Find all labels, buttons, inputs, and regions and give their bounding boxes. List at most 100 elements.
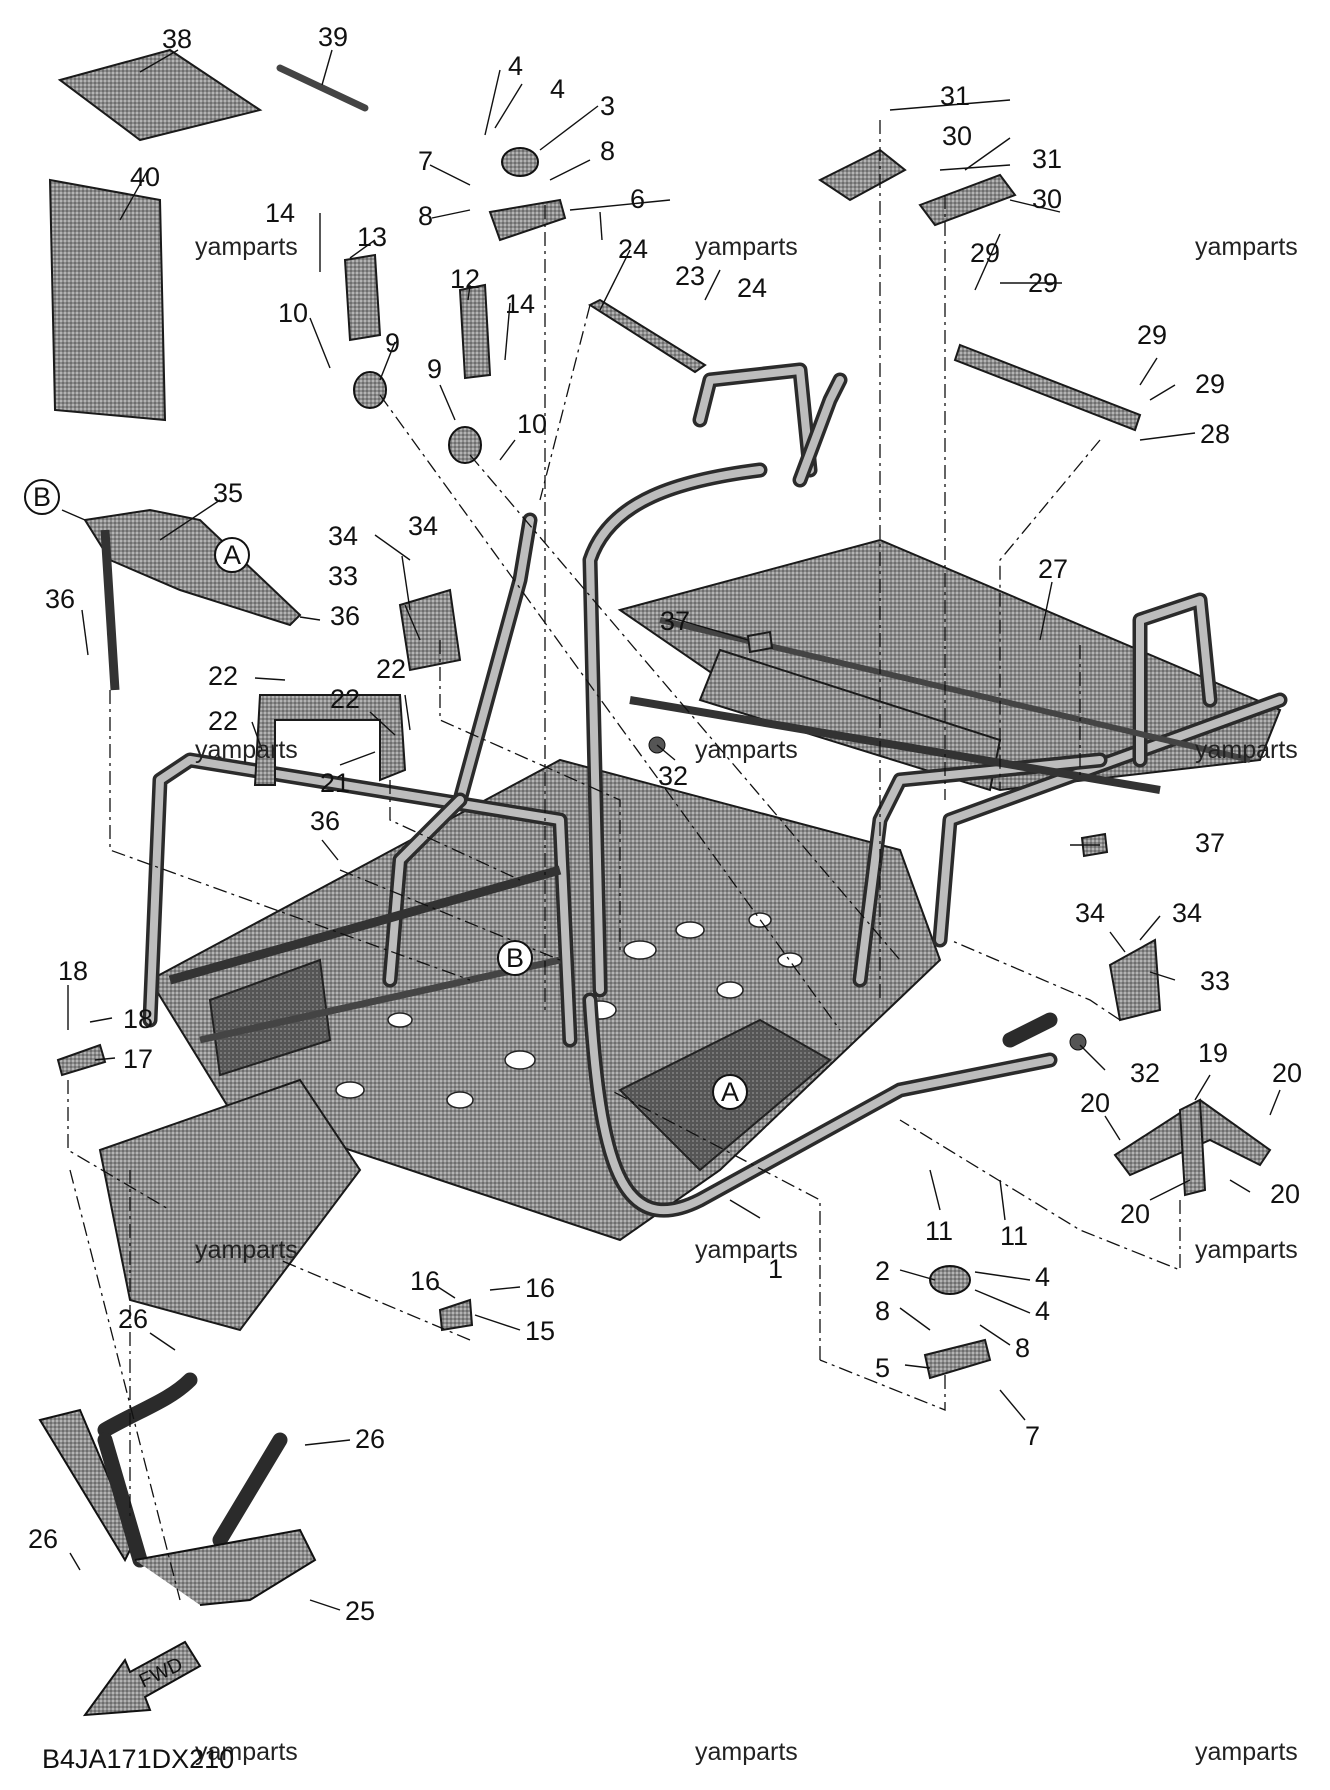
callout-11: 11 <box>925 1216 953 1246</box>
reference-markers: B A B A <box>24 479 748 1110</box>
callout-29: 29 <box>970 238 1000 268</box>
part-9-bushing-left <box>353 371 387 409</box>
part-32-grommet-right <box>1069 1033 1087 1051</box>
watermark: yamparts <box>1195 1236 1298 1264</box>
part-40-panel <box>48 178 167 422</box>
callout-29: 29 <box>1195 369 1225 399</box>
callout-29: 29 <box>1137 320 1167 350</box>
callout-20: 20 <box>1120 1199 1150 1229</box>
callout-24: 24 <box>737 273 767 303</box>
part-33-bracket-left <box>398 588 462 672</box>
callout-15: 15 <box>525 1316 555 1346</box>
part-33-bracket-right <box>1108 938 1162 1022</box>
part-38-mat <box>57 48 263 142</box>
callout-40: 40 <box>130 162 160 192</box>
callout-2: 2 <box>875 1256 890 1286</box>
callout-34: 34 <box>408 511 438 541</box>
watermark: yamparts <box>195 736 298 764</box>
ref-letter-a-top: A <box>223 540 241 570</box>
watermark: yamparts <box>695 1236 798 1264</box>
callout-39: 39 <box>318 22 348 52</box>
callout-26: 26 <box>355 1424 385 1454</box>
callout-32: 32 <box>1130 1058 1160 1088</box>
callout-24: 24 <box>618 234 648 264</box>
callout-16: 16 <box>525 1273 555 1303</box>
callout-20: 20 <box>1270 1179 1300 1209</box>
watermark: yamparts <box>195 1738 298 1766</box>
callout-37: 37 <box>1195 828 1225 858</box>
callout-21: 21 <box>320 768 350 798</box>
callout-12: 12 <box>450 264 480 294</box>
leader-lines <box>61 49 1281 1611</box>
diagram-code: B4JA171DX210 <box>42 1744 234 1774</box>
callout-36: 36 <box>45 584 75 614</box>
callout-37: 37 <box>660 606 690 636</box>
watermark: yamparts <box>695 736 798 764</box>
callout-5: 5 <box>875 1353 890 1383</box>
callout-32: 32 <box>658 761 688 791</box>
parts: FWD <box>38 48 1272 1717</box>
watermark: yamparts <box>1195 233 1298 261</box>
callout-11: 11 <box>1000 1221 1028 1251</box>
part-9-bushing-right <box>448 426 482 464</box>
callout-26: 26 <box>118 1304 148 1334</box>
part-25-front-guard <box>38 1372 317 1606</box>
callout-8: 8 <box>1015 1333 1030 1363</box>
part-3-mount <box>501 147 539 177</box>
callout-34: 34 <box>1075 898 1105 928</box>
callout-19: 19 <box>1198 1038 1228 1068</box>
callout-33: 33 <box>328 561 358 591</box>
callout-14: 14 <box>265 198 295 228</box>
ref-letter-b-frame: B <box>506 943 524 973</box>
callout-28: 28 <box>1200 419 1230 449</box>
ref-letter-a-frame: A <box>721 1077 739 1107</box>
callout-27: 27 <box>1038 554 1068 584</box>
callout-31: 31 <box>1032 144 1062 174</box>
callout-30: 30 <box>1032 184 1062 214</box>
part-30-cover-a <box>818 148 907 202</box>
watermarks: yamparts yamparts yamparts yamparts yamp… <box>195 233 1298 1766</box>
callout-20: 20 <box>1272 1058 1302 1088</box>
callout-14: 14 <box>505 289 535 319</box>
callout-34: 34 <box>1172 898 1202 928</box>
callout-18: 18 <box>123 1004 153 1034</box>
callout-38: 38 <box>162 24 192 54</box>
callout-36: 36 <box>330 601 360 631</box>
callout-13: 13 <box>357 222 387 252</box>
callout-31: 31 <box>940 81 970 111</box>
part-2-mount <box>929 1265 971 1295</box>
callout-8: 8 <box>875 1296 890 1326</box>
watermark: yamparts <box>195 1236 298 1264</box>
callout-36: 36 <box>310 806 340 836</box>
callout-4: 4 <box>550 74 565 104</box>
callout-25: 25 <box>345 1596 375 1626</box>
callout-23: 23 <box>675 261 705 291</box>
part-17-bracket <box>56 1043 107 1077</box>
callout-17: 17 <box>123 1044 153 1074</box>
part-30-cover-b <box>918 173 1017 227</box>
part-35-bracket <box>83 508 302 627</box>
fwd-arrow-icon: FWD <box>82 1640 202 1717</box>
callout-18: 18 <box>58 956 88 986</box>
callout-7: 7 <box>418 146 433 176</box>
part-28-bracket <box>953 343 1142 432</box>
callout-numbers: 38 39 40 4 4 3 7 8 8 6 14 13 24 23 24 12… <box>28 22 1302 1626</box>
callout-22: 22 <box>330 684 360 714</box>
callout-16: 16 <box>410 1266 440 1296</box>
callout-4: 4 <box>1035 1262 1050 1292</box>
callout-10: 10 <box>278 298 308 328</box>
callout-34: 34 <box>328 521 358 551</box>
part-15-bracket <box>438 1298 474 1332</box>
watermark: yamparts <box>1195 736 1298 764</box>
part-5-bracket <box>923 1338 992 1380</box>
callout-10: 10 <box>517 409 547 439</box>
callout-4: 4 <box>1035 1296 1050 1326</box>
callout-22: 22 <box>208 706 238 736</box>
callout-8: 8 <box>418 201 433 231</box>
callout-30: 30 <box>942 121 972 151</box>
watermark: yamparts <box>195 233 298 261</box>
callout-8: 8 <box>600 136 615 166</box>
ref-letter-b-left: B <box>33 482 51 512</box>
watermark: yamparts <box>695 1738 798 1766</box>
